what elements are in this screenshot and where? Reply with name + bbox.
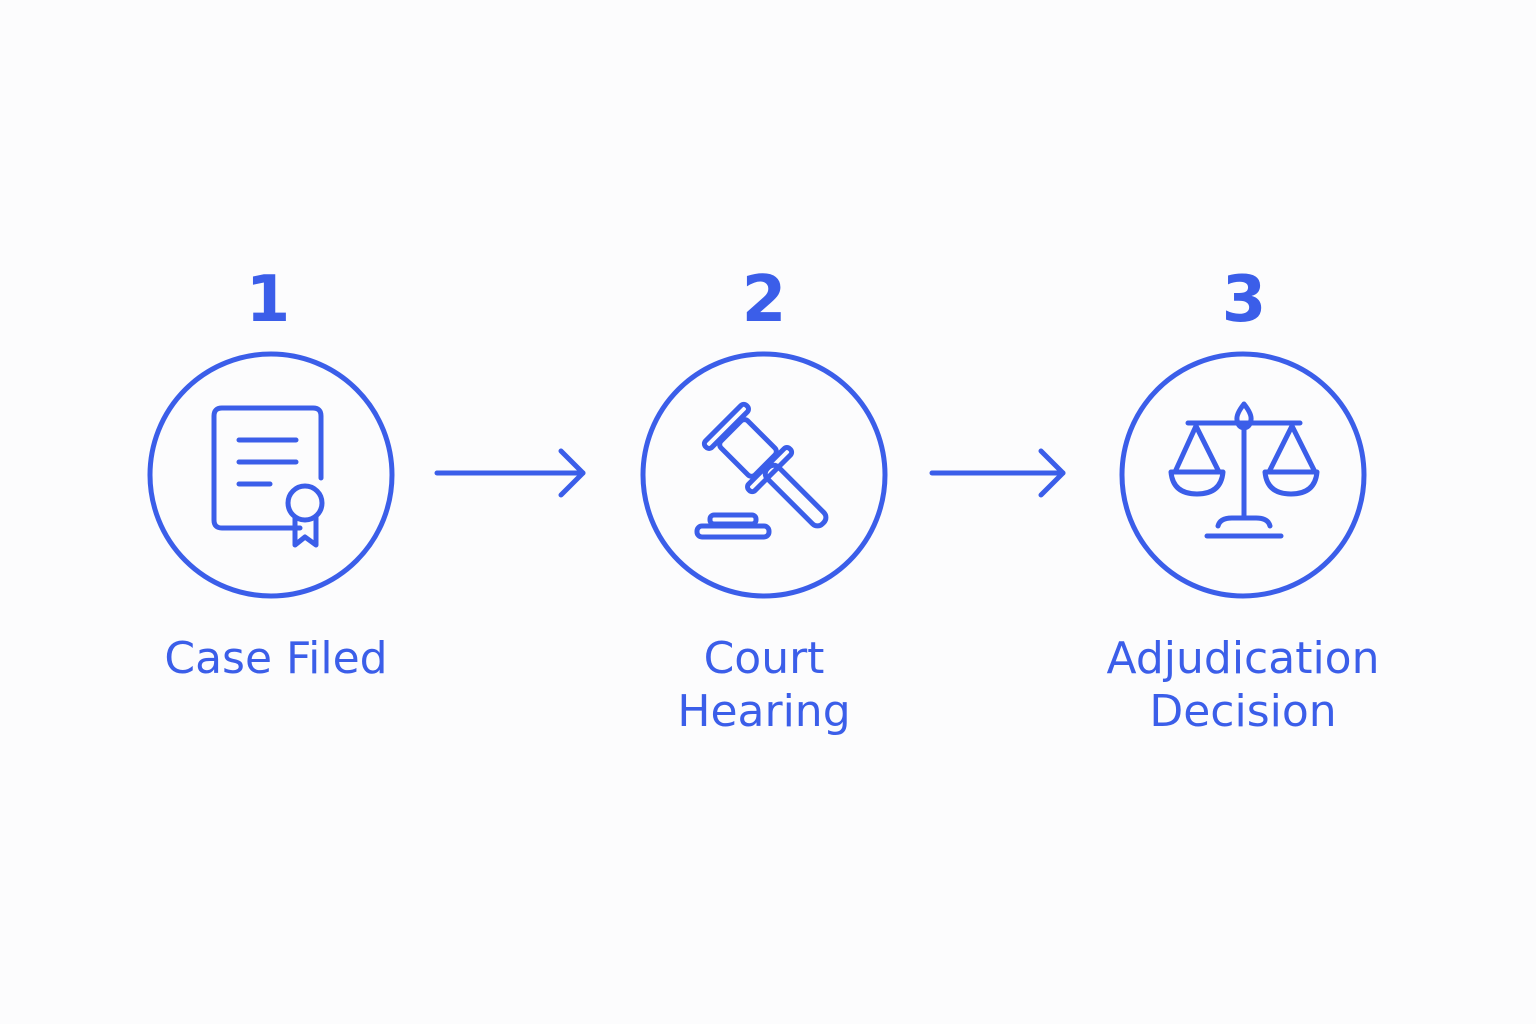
- step-3-circle: [1119, 351, 1367, 599]
- arrow-right-icon: [434, 448, 586, 498]
- step-2-label: Court Hearing: [677, 633, 851, 737]
- arrow-right-icon: [929, 448, 1066, 498]
- step-3-number: 3: [1221, 263, 1267, 337]
- scales-of-justice-icon: [1168, 401, 1320, 539]
- step-3-label: Adjudication Decision: [1106, 633, 1380, 737]
- gavel-icon: [694, 401, 829, 540]
- step-1-number: 1: [245, 263, 291, 337]
- step-1-circle: [147, 351, 395, 599]
- step-1-label: Case Filed: [164, 633, 388, 684]
- step-2-number: 2: [741, 263, 787, 337]
- certificate-document-icon: [211, 405, 325, 548]
- step-2-circle: [640, 351, 888, 599]
